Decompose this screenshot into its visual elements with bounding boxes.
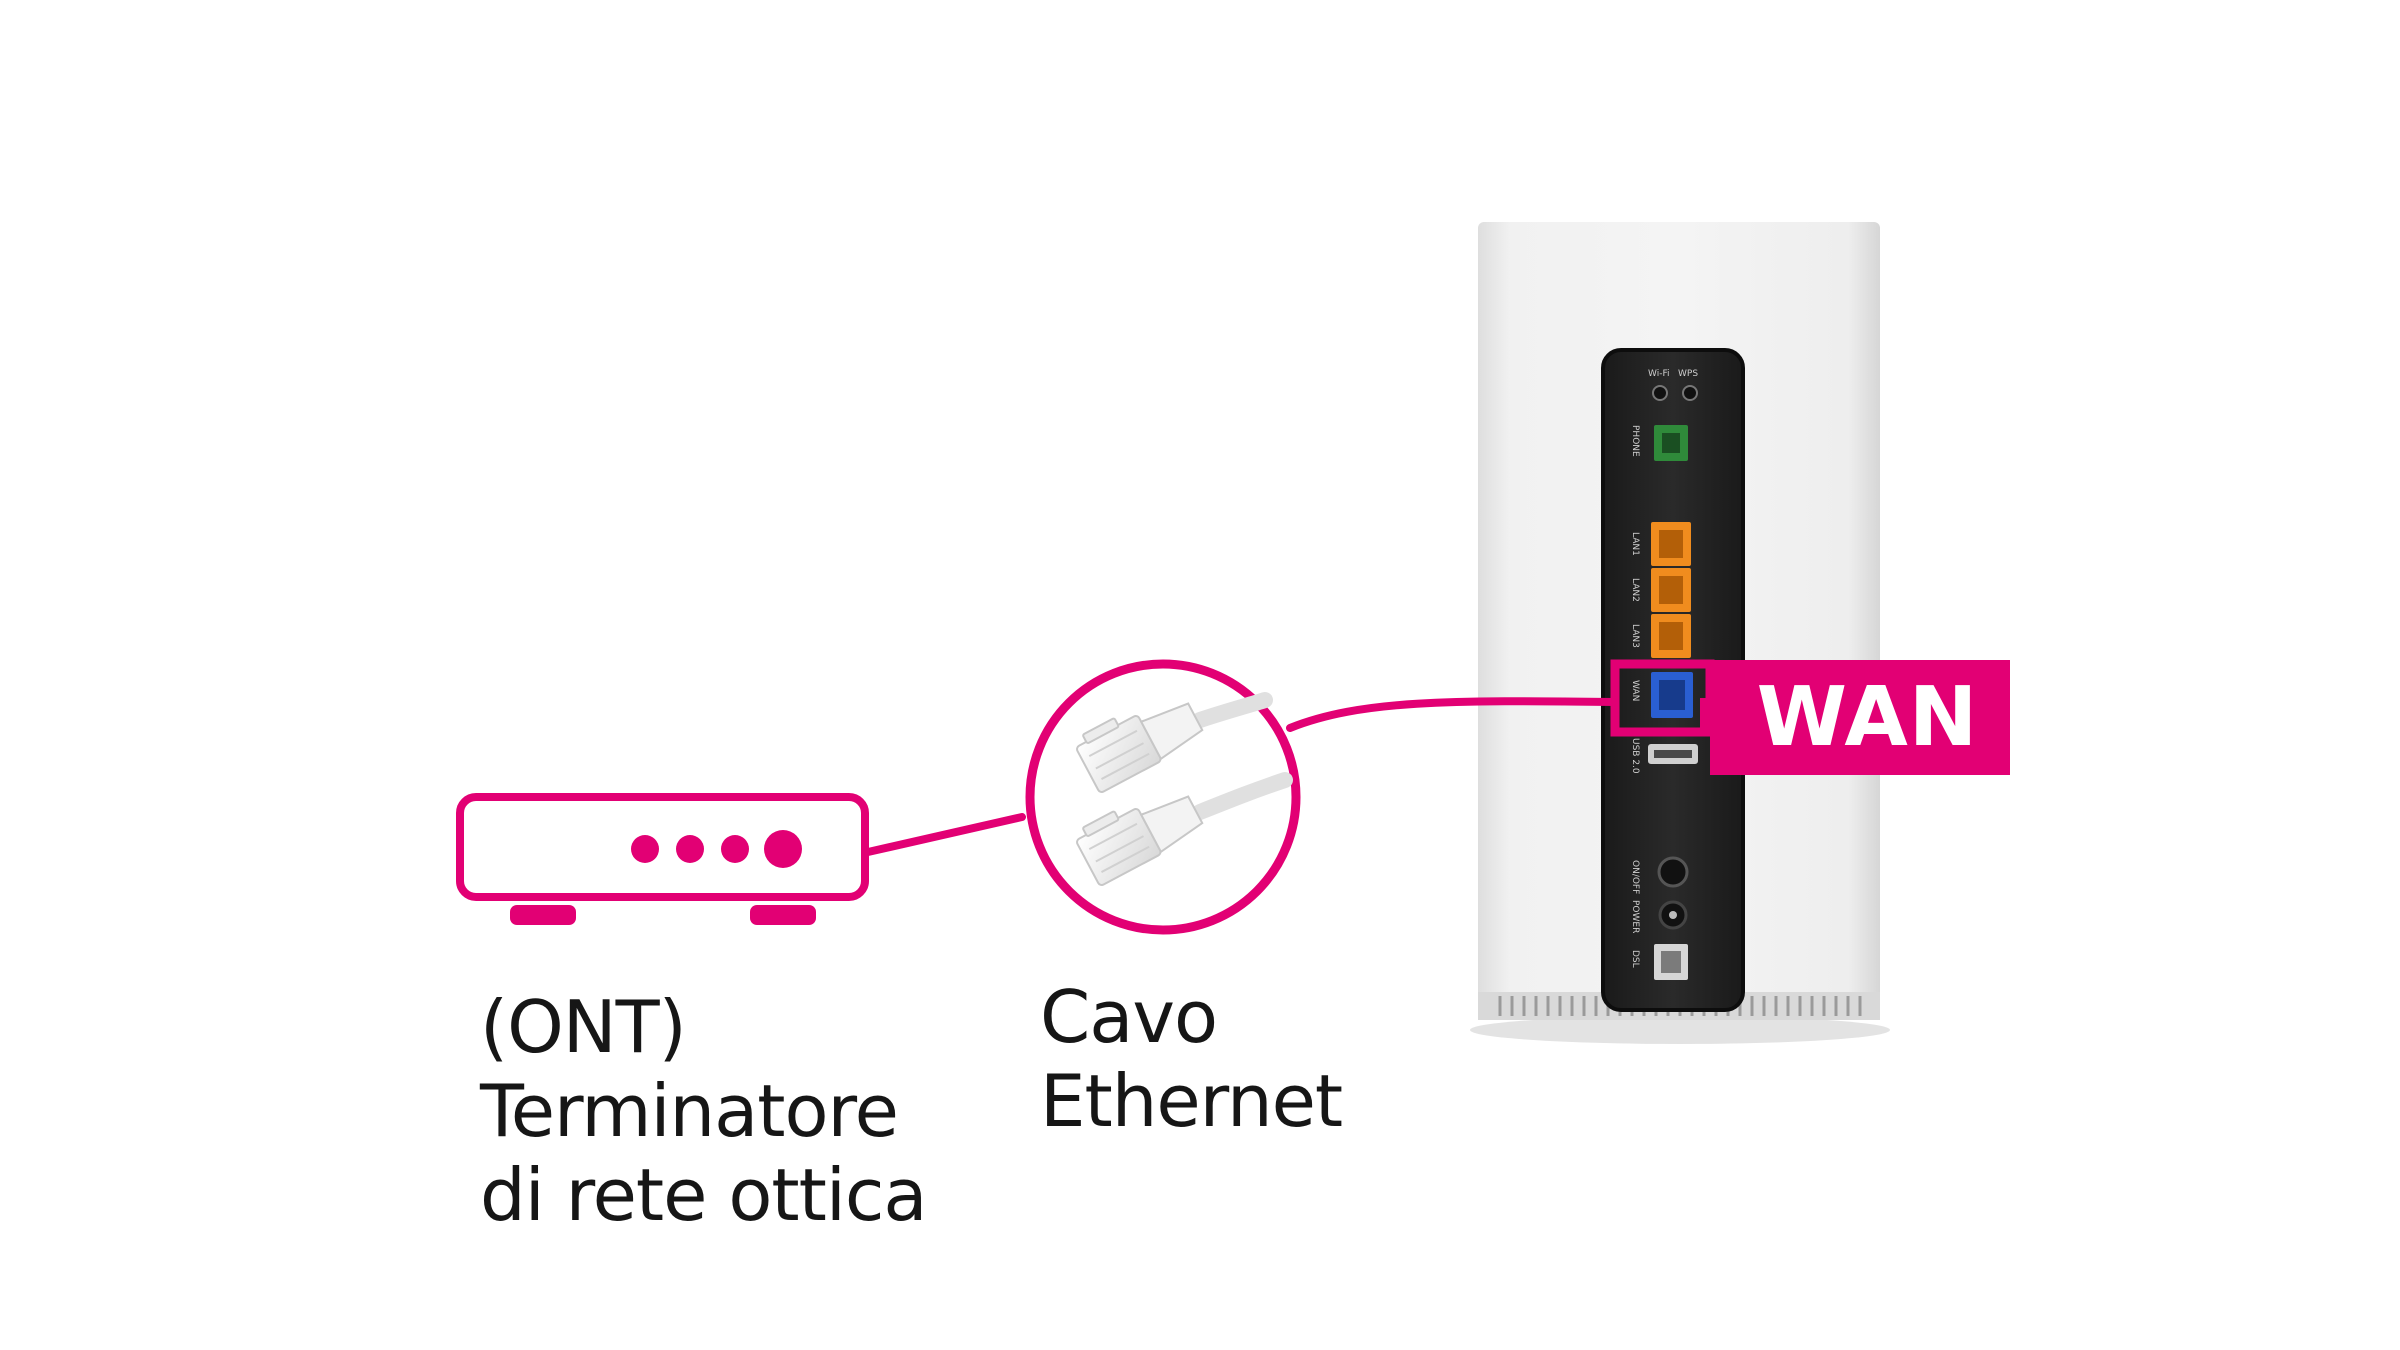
ethernet-cable-icon — [1025, 659, 1301, 935]
ont-caption-line-1: (ONT) — [480, 985, 687, 1069]
ont-caption: (ONT) Terminatore di rete ottica — [480, 985, 928, 1237]
upper-rj45-plug — [1076, 702, 1204, 794]
wps-button[interactable] — [1682, 385, 1698, 401]
wan-label-tab — [1710, 660, 2010, 775]
lan3-label: LAN3 — [1630, 624, 1640, 648]
lan2-label: LAN2 — [1630, 578, 1640, 602]
wan-port-label: WAN — [1630, 680, 1640, 701]
power-switch[interactable] — [1657, 856, 1689, 888]
ont-foot-right — [750, 905, 816, 925]
lan-ports — [1651, 522, 1691, 658]
ont-to-cable-line — [864, 813, 1026, 856]
ont-caption-line-2: Terminatore — [480, 1069, 899, 1153]
wifi-button[interactable] — [1652, 385, 1668, 401]
lan1-label: LAN1 — [1630, 532, 1640, 556]
ont-caption-line-3: di rete ottica — [480, 1153, 928, 1237]
power-label: POWER — [1630, 900, 1640, 933]
phone-port-label: PHONE — [1630, 425, 1640, 457]
wan-callout-label: WAN — [1756, 670, 1979, 765]
ont-led-3 — [721, 835, 749, 863]
ont-led-1 — [631, 835, 659, 863]
usb-port-label: USB 2.0 — [1630, 738, 1640, 774]
cable-caption-line-2: Ethernet — [1040, 1059, 1343, 1143]
wps-label: WPS — [1678, 369, 1698, 379]
wifi-label: Wi-Fi — [1648, 369, 1669, 379]
ont-led-4 — [764, 830, 802, 868]
router-icon: Wi-Fi WPS PHONE LAN1 LAN2 LAN3 WAN — [1470, 222, 1890, 1044]
cable-to-wan-line — [1286, 697, 1619, 732]
ont-foot-left — [510, 905, 576, 925]
onoff-label: ON/OFF — [1630, 860, 1640, 894]
cable-caption-line-1: Cavo — [1040, 975, 1218, 1059]
cable-caption: Cavo Ethernet — [1040, 975, 1343, 1143]
dsl-label: DSL — [1630, 950, 1640, 968]
ont-led-2 — [676, 835, 704, 863]
ont-device-icon — [456, 793, 869, 925]
lower-rj45-plug — [1076, 795, 1204, 887]
